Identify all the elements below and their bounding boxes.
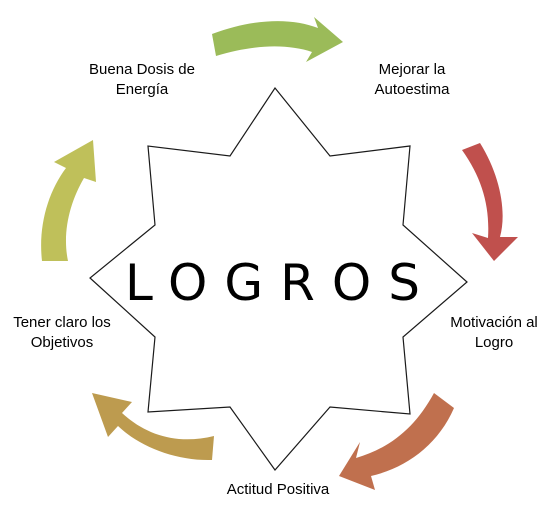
node-label-objetivos-line1: Tener claro los <box>13 314 111 331</box>
node-label-actitud: Actitud Positiva <box>227 481 330 498</box>
node-label-autoestima-line1: Mejorar la <box>379 61 446 78</box>
arrow-olive <box>41 140 96 261</box>
arrow-tan <box>92 393 214 461</box>
node-label-energia-line2: Energía <box>116 81 169 98</box>
node-label-energia-line1: Buena Dosis de <box>89 61 195 78</box>
node-label-objetivos-line2: Objetivos <box>31 334 94 351</box>
node-label-motivacion-line1: Motivación al <box>450 314 538 331</box>
center-star <box>89 86 468 471</box>
arrow-green <box>212 17 343 62</box>
center-title: LOGROS <box>125 254 437 312</box>
arrow-red <box>462 143 518 261</box>
node-label-autoestima-line2: Autoestima <box>374 81 450 98</box>
arrow-orange <box>339 393 454 490</box>
node-label-motivacion-line2: Logro <box>475 334 513 351</box>
